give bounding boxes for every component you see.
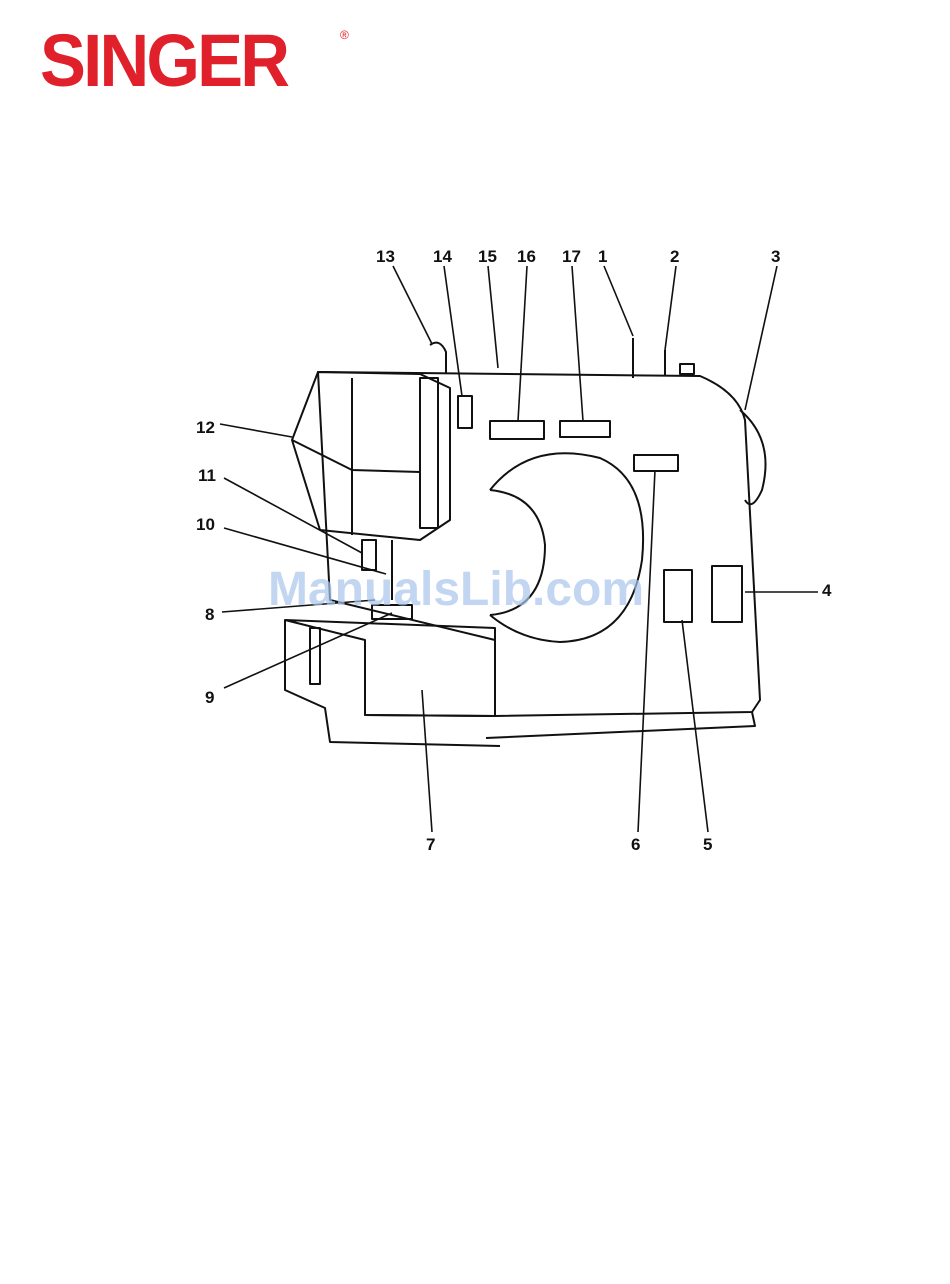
callout-12: 12 [196,418,215,437]
callout-17: 17 [562,247,581,266]
stitch-width-dial [458,396,472,428]
callout-13: 13 [376,247,395,266]
callout-10: 10 [196,515,215,534]
handwheel [740,410,766,504]
pattern-selector [560,421,610,437]
free-arm-base [285,620,495,716]
callout-6: 6 [631,835,640,854]
callout-4: 4 [822,581,832,600]
callout-1: 1 [598,247,607,266]
callout-3: 3 [771,247,780,266]
machine-body [318,372,760,716]
stitch-chart [712,566,742,622]
manualslib-watermark: ManualsLib.com [268,562,644,617]
callout-16: 16 [517,247,536,266]
machine-head [292,372,450,540]
callout-14: 14 [433,247,452,266]
callout-8: 8 [205,605,214,624]
reverse-button [634,455,678,471]
stitch-length-slider [490,421,544,439]
callout-7: 7 [426,835,435,854]
callout-2: 2 [670,247,679,266]
callout-9: 9 [205,688,214,707]
stitch-window [664,570,692,622]
callout-5: 5 [703,835,712,854]
callout-15: 15 [478,247,497,266]
callout-11: 11 [198,466,216,485]
